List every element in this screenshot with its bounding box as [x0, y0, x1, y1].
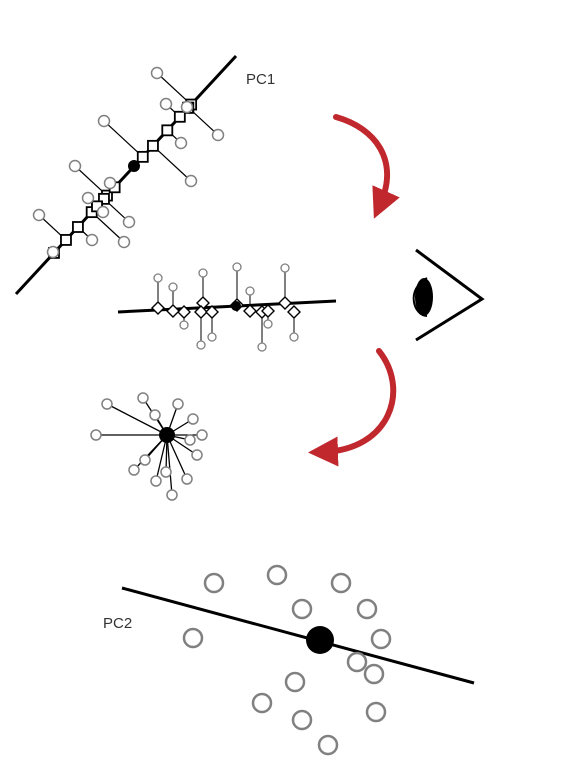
pc2-label: PC2	[103, 615, 132, 632]
projected-point	[98, 192, 110, 205]
data-point	[346, 651, 368, 673]
projected-point	[147, 139, 159, 152]
data-point	[196, 340, 206, 350]
projected-point	[278, 296, 292, 310]
rotated-mean-point	[231, 301, 241, 311]
data-point	[370, 628, 392, 650]
data-point	[187, 413, 199, 425]
projected-point	[72, 221, 84, 233]
projected-point	[60, 234, 72, 246]
data-point	[184, 174, 198, 188]
data-point	[291, 709, 313, 731]
data-point	[97, 114, 111, 128]
data-point	[184, 434, 196, 446]
data-point	[317, 734, 339, 756]
projected-point	[151, 301, 165, 315]
pc2-panel: PC2	[103, 564, 475, 756]
data-point	[160, 466, 172, 478]
projected-point	[173, 110, 186, 123]
data-point	[96, 205, 110, 219]
data-point	[182, 627, 204, 649]
data-point	[103, 176, 117, 190]
data-point	[280, 263, 290, 273]
data-point	[150, 66, 164, 80]
curved-arrow-2	[308, 348, 397, 467]
data-point	[263, 319, 273, 329]
data-point	[122, 215, 136, 229]
data-point	[149, 409, 161, 421]
rotated-original-points	[153, 262, 299, 352]
data-point	[150, 475, 162, 487]
pc1-panel: PC1	[14, 54, 275, 296]
data-point	[101, 398, 113, 410]
projection-line	[152, 145, 192, 182]
rotated-axis	[117, 299, 337, 314]
pc2-mean-point	[306, 626, 334, 654]
data-point	[168, 282, 178, 292]
data-point	[284, 671, 306, 693]
pc2-axis	[121, 586, 475, 685]
data-point	[291, 598, 313, 620]
pc1-mean-point	[128, 160, 140, 172]
pc1-label: PC1	[246, 71, 275, 88]
star-line	[166, 434, 173, 496]
projected-point	[194, 305, 208, 319]
data-point	[251, 692, 273, 714]
data-point	[46, 245, 60, 259]
star-line	[106, 403, 168, 436]
projection-line	[103, 120, 144, 158]
data-point	[232, 262, 242, 272]
data-point	[198, 268, 208, 278]
data-point	[166, 489, 178, 501]
projected-point	[261, 304, 275, 318]
rotated-panel	[117, 262, 337, 352]
projected-point	[136, 150, 149, 163]
star-center-point	[159, 427, 175, 443]
pc2-points	[182, 564, 392, 756]
projected-point	[177, 305, 191, 319]
data-point	[191, 449, 203, 461]
projected-point	[243, 304, 257, 318]
data-point	[257, 342, 267, 352]
data-point	[181, 473, 193, 485]
pc1-original-points	[32, 66, 225, 259]
data-point	[365, 701, 387, 723]
curved-arrow-1	[333, 114, 400, 219]
data-point	[196, 429, 208, 441]
data-point	[139, 454, 151, 466]
data-point	[289, 332, 299, 342]
data-point	[203, 572, 225, 594]
data-point	[172, 398, 184, 410]
data-point	[32, 208, 46, 222]
projected-point	[161, 124, 174, 137]
data-point	[266, 564, 288, 586]
data-point	[207, 332, 217, 342]
data-point	[68, 159, 82, 173]
star-points	[90, 392, 208, 501]
data-point	[153, 273, 163, 283]
data-point	[356, 598, 378, 620]
eye-icon	[412, 248, 485, 342]
data-point	[137, 392, 149, 404]
data-point	[330, 572, 352, 594]
data-point	[159, 97, 173, 111]
data-point	[174, 136, 188, 150]
data-point	[85, 233, 99, 247]
projected-point	[287, 305, 301, 319]
residual-star	[90, 392, 208, 501]
data-point	[363, 663, 385, 685]
data-point	[179, 320, 189, 330]
data-point	[117, 235, 131, 249]
data-point	[128, 464, 140, 476]
projected-point	[205, 305, 219, 319]
data-point	[180, 100, 194, 114]
data-point	[90, 429, 102, 441]
data-point	[245, 286, 255, 296]
projected-point	[166, 304, 180, 318]
star-line	[166, 434, 188, 480]
data-point	[211, 128, 225, 142]
data-point	[81, 191, 95, 205]
